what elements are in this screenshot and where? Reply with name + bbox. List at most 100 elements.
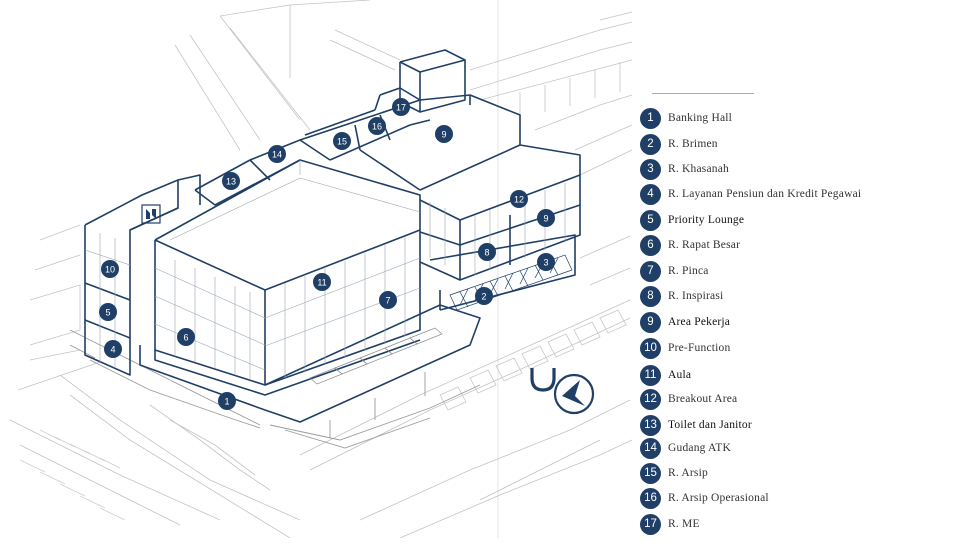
legend-item: 13 Toilet dan Janitor [640, 414, 752, 436]
legend-label: R. Pinca [668, 265, 709, 277]
facade-grid [84, 160, 566, 380]
room-marker-number: 7 [385, 295, 390, 305]
legend-number-badge: 7 [640, 260, 661, 282]
room-marker-circle [99, 303, 117, 321]
facade-logo-icon [141, 204, 161, 224]
legend-label: Gudang ATK [668, 442, 732, 454]
legend-number-badge: 8 [640, 285, 661, 307]
room-marker-number: 17 [396, 102, 406, 112]
legend-label: Banking Hall [668, 112, 733, 124]
legend-number-badge: 6 [640, 234, 661, 256]
legend-item: 4 R. Layanan Pensiun dan Kredit Pegawai [640, 183, 861, 205]
room-marker: 15 [333, 132, 351, 150]
legend-label: R. Rapat Besar [668, 239, 741, 251]
legend-item: 3 R. Khasanah [640, 158, 729, 180]
legend-number-badge: 4 [640, 183, 661, 205]
legend-label: Area Pekerja [668, 316, 731, 328]
legend-label: R. Layanan Pensiun dan Kredit Pegawai [668, 188, 862, 200]
legend-item: 2 R. Brimen [640, 133, 718, 155]
room-marker-number: 13 [226, 176, 236, 186]
room-marker: 17 [392, 98, 410, 116]
legend-label: R. Brimen [668, 138, 718, 150]
room-marker-circle [368, 117, 386, 135]
room-marker-number: 6 [183, 332, 188, 342]
legend-number-badge: 3 [640, 158, 661, 180]
legend-item: 6 R. Rapat Besar [640, 234, 740, 256]
room-marker-number: 16 [372, 121, 382, 131]
legend-label: Breakout Area [668, 393, 738, 405]
room-marker: 3 [537, 253, 555, 271]
room-marker-number: 9 [441, 129, 446, 139]
deck-slots [309, 327, 443, 385]
building-outline [84, 49, 581, 423]
legend-number-badge: 13 [640, 414, 661, 436]
room-marker-number: 8 [484, 247, 489, 257]
legend-label: Aula [668, 369, 692, 381]
room-marker: 14 [268, 145, 286, 163]
room-marker: 5 [99, 303, 117, 321]
room-marker: 4 [104, 340, 122, 358]
legend-number-badge: 10 [640, 337, 661, 359]
room-marker-circle [510, 190, 528, 208]
room-marker-number: 5 [105, 307, 110, 317]
legend-label: Priority Lounge [668, 214, 745, 226]
room-marker-number: 9 [543, 213, 548, 223]
room-marker: 6 [177, 328, 195, 346]
room-marker-number: 15 [337, 136, 347, 146]
legend-number-badge: 2 [640, 133, 661, 155]
legend-number-badge: 12 [640, 388, 661, 410]
legend-number-badge: 16 [640, 487, 661, 509]
room-marker: 1 [218, 392, 236, 410]
room-marker: 2 [475, 287, 493, 305]
room-marker-circle [435, 125, 453, 143]
room-marker: 11 [313, 273, 331, 291]
room-marker-number: 11 [317, 277, 326, 287]
legend-item: 7 R. Pinca [640, 260, 709, 282]
legend-item: 1 Banking Hall [640, 107, 732, 129]
legend-label: R. ME [668, 518, 700, 530]
legend-number-badge: 1 [640, 107, 661, 129]
room-marker-number: 10 [105, 264, 115, 274]
room-marker: 12 [510, 190, 528, 208]
legend-label: R. Inspirasi [668, 290, 724, 302]
room-marker-number: 14 [272, 149, 282, 159]
room-marker-number: 4 [110, 344, 115, 354]
legend-item: 11 Aula [640, 364, 691, 386]
room-marker-number: 3 [543, 257, 548, 267]
room-marker-circle [537, 209, 555, 227]
room-marker-circle [379, 291, 397, 309]
legend-number-badge: 11 [640, 364, 661, 386]
bank-logo-icon [530, 368, 595, 415]
room-marker-circle [313, 273, 331, 291]
legend-label: R. Khasanah [668, 163, 729, 175]
room-marker: 16 [368, 117, 386, 135]
ground-level [69, 329, 481, 449]
room-marker: 9 [435, 125, 453, 143]
room-marker: 10 [101, 260, 119, 278]
room-marker: 9 [537, 209, 555, 227]
legend-item: 14 Gudang ATK [640, 437, 731, 459]
room-marker-circle [392, 98, 410, 116]
room-marker-circle [475, 287, 493, 305]
legend-item: 12 Breakout Area [640, 388, 737, 410]
room-marker-circle [333, 132, 351, 150]
legend-number-badge: 15 [640, 462, 661, 484]
room-marker: 7 [379, 291, 397, 309]
room-marker-number: 1 [224, 396, 229, 406]
room-marker: 8 [478, 243, 496, 261]
legend-label: Toilet dan Janitor [668, 419, 752, 431]
room-marker-circle [268, 145, 286, 163]
room-marker-circle [104, 340, 122, 358]
legend-number-badge: 14 [640, 437, 661, 459]
room-marker-circle [177, 328, 195, 346]
context-sketch [9, 0, 633, 539]
